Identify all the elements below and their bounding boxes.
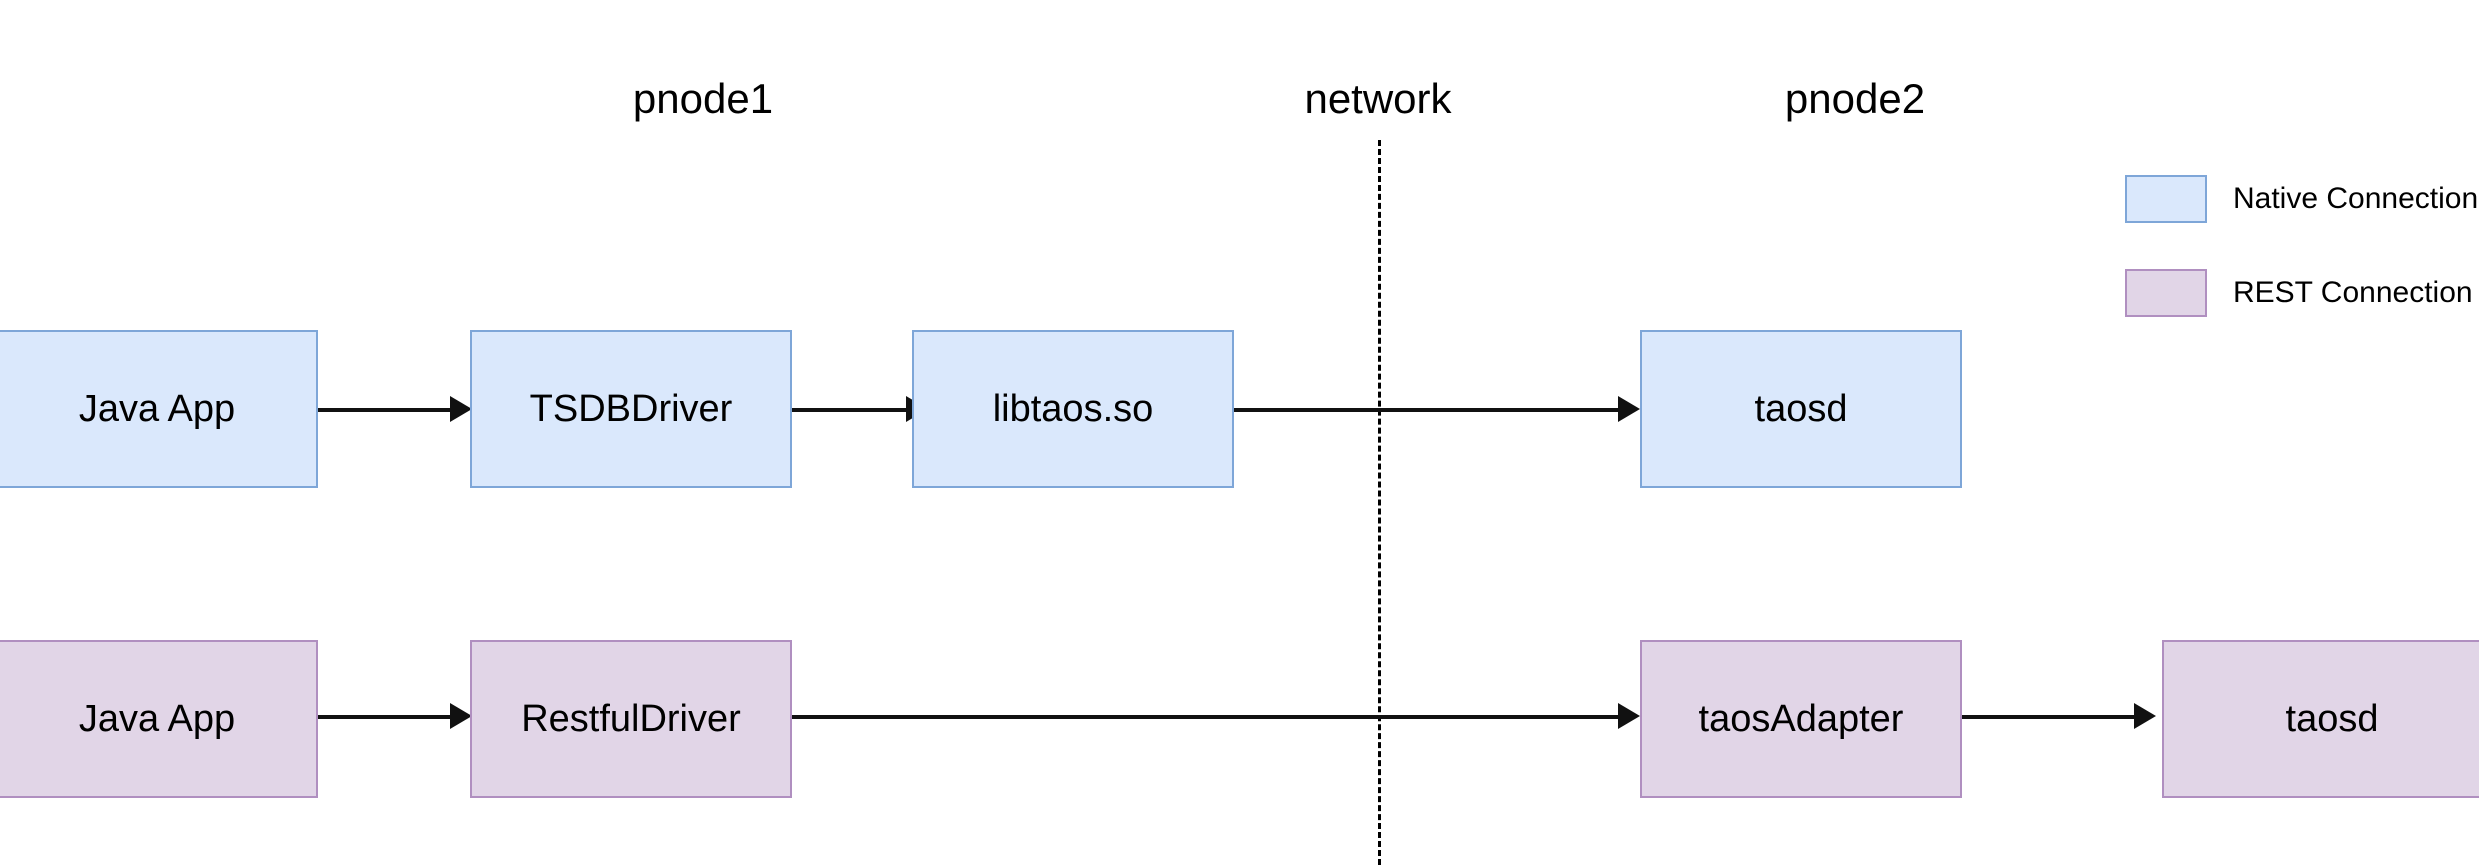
arrowhead-rest-driver-to-taosadapter	[1618, 703, 1640, 729]
legend: Native Connection REST Connection	[2125, 175, 2479, 363]
column-label-network: network	[1304, 75, 1452, 122]
node-label: taosd	[1754, 387, 1848, 430]
arrowhead-native-app-to-driver	[450, 396, 472, 422]
edge-native-libtaos-to-taosd	[1234, 408, 1624, 412]
node-label: TSDBDriver	[529, 387, 733, 430]
node-label: taosd	[2285, 697, 2379, 740]
node-label: Java App	[78, 387, 236, 430]
node-rest-taosadapter[interactable]: taosAdapter	[1640, 640, 1962, 798]
node-rest-restfuldriver[interactable]: RestfulDriver	[470, 640, 792, 798]
node-native-libtaos[interactable]: libtaos.so	[912, 330, 1234, 488]
column-label-pnode2: pnode2	[1784, 75, 1926, 122]
node-label: RestfulDriver	[521, 697, 741, 740]
node-rest-java-app[interactable]: Java App	[0, 640, 318, 798]
arrowhead-rest-app-to-driver	[450, 703, 472, 729]
legend-swatch-rest-icon	[2125, 269, 2207, 317]
legend-item-rest-connection: REST Connection	[2125, 269, 2479, 317]
arrowhead-native-libtaos-to-taosd	[1618, 396, 1640, 422]
edge-native-driver-to-libtaos	[792, 408, 912, 412]
node-native-taosd[interactable]: taosd	[1640, 330, 1962, 488]
arrowhead-rest-taosadapter-to-taosd	[2134, 703, 2156, 729]
node-native-tsdbdriver[interactable]: TSDBDriver	[470, 330, 792, 488]
edge-rest-driver-to-taosadapter	[792, 715, 1624, 719]
legend-label-native: Native Connection	[2233, 182, 2479, 215]
legend-swatch-native-icon	[2125, 175, 2207, 223]
node-label: libtaos.so	[992, 387, 1154, 430]
node-rest-taosd[interactable]: taosd	[2162, 640, 2479, 798]
edge-native-app-to-driver	[318, 408, 456, 412]
column-label-pnode1: pnode1	[632, 75, 774, 122]
legend-label-rest: REST Connection	[2233, 276, 2473, 309]
legend-item-native-connection: Native Connection	[2125, 175, 2479, 223]
network-boundary-divider	[1378, 140, 1381, 865]
node-label: Java App	[78, 697, 236, 740]
node-label: taosAdapter	[1698, 697, 1904, 740]
edge-rest-app-to-driver	[318, 715, 456, 719]
node-native-java-app[interactable]: Java App	[0, 330, 318, 488]
edge-rest-taosadapter-to-taosd	[1962, 715, 2140, 719]
